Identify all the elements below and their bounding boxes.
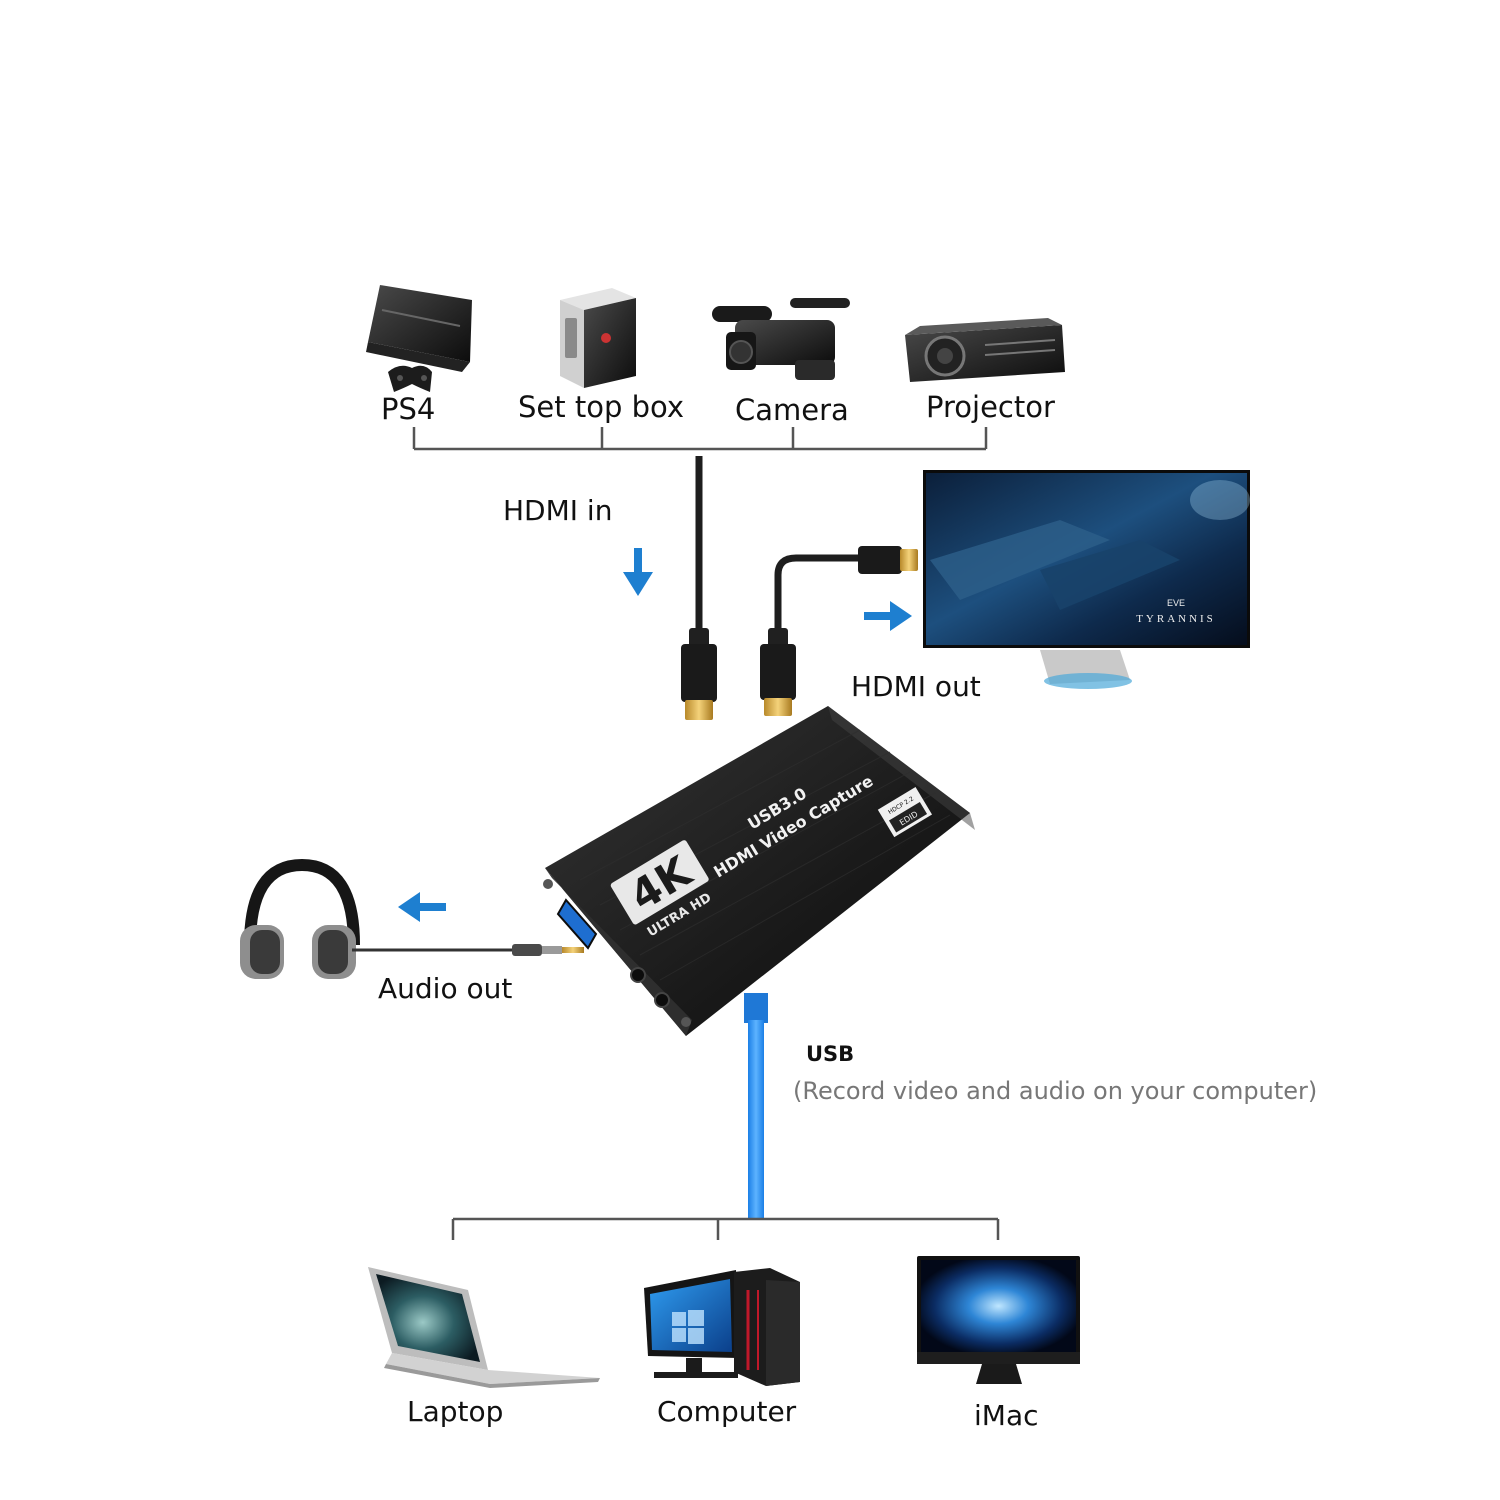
audio-cable xyxy=(352,944,584,956)
label-set-top-box: Set top box xyxy=(518,390,684,424)
monitor-icon: EVE TYRANNIS xyxy=(923,470,1250,689)
label-camera: Camera xyxy=(735,393,849,427)
label-usb-note: (Record video and audio on your computer… xyxy=(793,1077,1318,1105)
label-hdmi-in: HDMI in xyxy=(503,494,613,527)
source-bracket xyxy=(412,427,988,451)
hdmi-in-cable xyxy=(681,456,717,720)
laptop-icon xyxy=(368,1267,600,1388)
label-laptop: Laptop xyxy=(407,1395,504,1428)
label-audio-out: Audio out xyxy=(378,972,513,1005)
badge-4k xyxy=(610,840,709,925)
projector-icon xyxy=(905,318,1065,382)
ps4-console-icon xyxy=(366,285,472,392)
camera-icon xyxy=(712,298,850,380)
hdmi-in-arrow-icon xyxy=(623,548,653,596)
monitor-title-text: TYRANNIS xyxy=(1136,613,1216,625)
set-top-box-icon xyxy=(560,288,636,388)
hdmi-out-cable xyxy=(760,546,918,716)
label-imac: iMac xyxy=(974,1399,1039,1432)
label-projector: Projector xyxy=(926,390,1055,424)
audio-out-arrow-icon xyxy=(398,892,446,922)
label-usb: USB xyxy=(806,1042,855,1066)
label-computer: Computer xyxy=(657,1395,797,1428)
computer-bracket xyxy=(451,1217,1000,1240)
monitor-brand-text: EVE xyxy=(1167,598,1185,608)
usb-port xyxy=(556,898,598,950)
capture-device: 4K ULTRA HD USB3.0 HDMI Video Capture HD… xyxy=(543,706,975,1036)
mic-jack-port xyxy=(654,992,670,1008)
computer-icon xyxy=(644,1268,800,1386)
usb-cable xyxy=(744,993,768,1220)
audio-jack-port xyxy=(630,967,646,983)
imac-icon xyxy=(917,1256,1080,1384)
hdmi-out-arrow-icon xyxy=(864,601,912,631)
headphones-icon xyxy=(240,858,360,979)
label-hdmi-out: HDMI out xyxy=(851,670,981,703)
label-ps4: PS4 xyxy=(381,392,436,426)
